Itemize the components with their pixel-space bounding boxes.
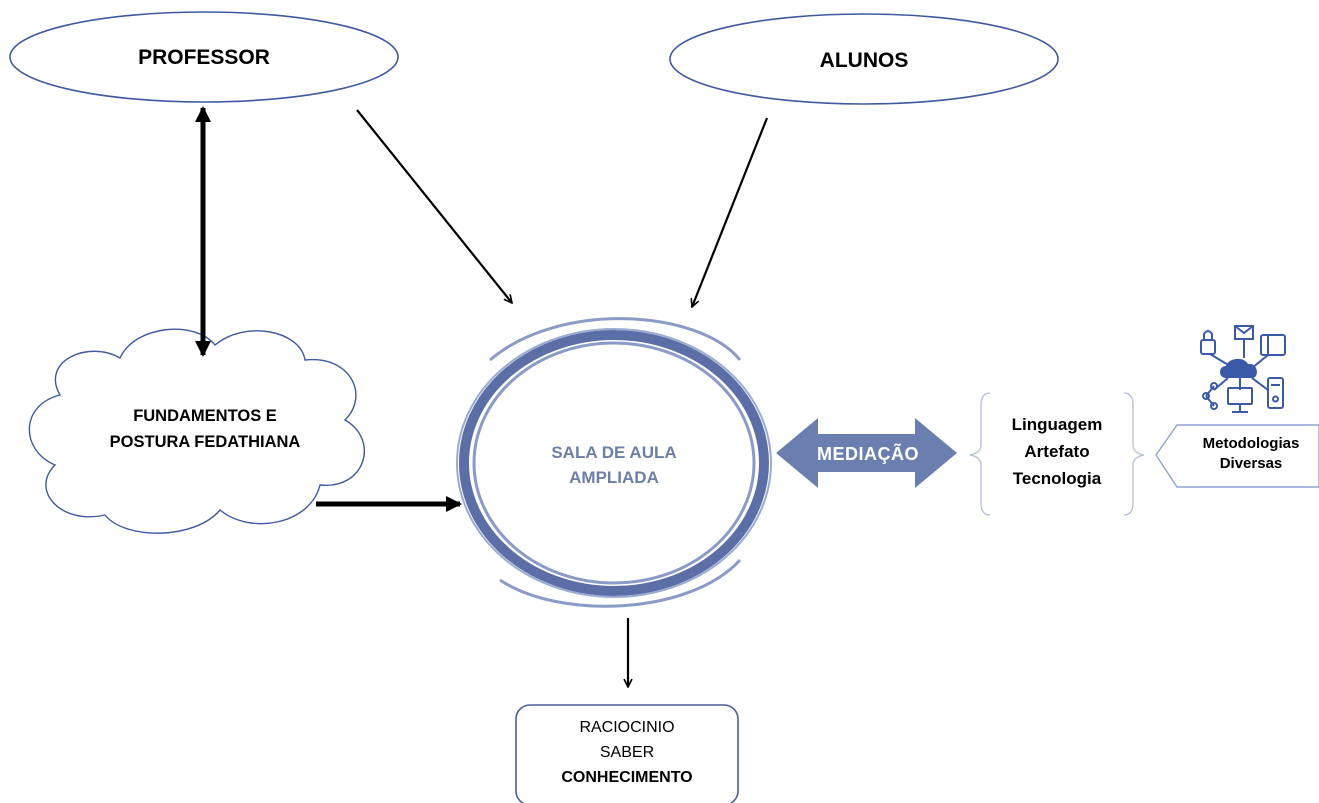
fundamentos-line-1: FUNDAMENTOS E (133, 407, 277, 425)
alunos-label: ALUNOS (819, 49, 909, 72)
fundamentos-line-2: POSTURA FEDATHIANA (109, 432, 301, 451)
metodologias-label: Metodologias Diversas (1183, 434, 1319, 475)
metodologias-line-2: Diversas (1219, 455, 1283, 473)
recursos-bracket-right (1123, 392, 1145, 516)
metodologias-arrow-shape (1155, 424, 1319, 488)
metodologias-line-1: Metodologias (1202, 435, 1300, 452)
resultado-label: RACIOCINIO SABER CONHECIMENTO (516, 716, 738, 790)
alunos-sala-arrow (692, 117, 769, 307)
sala-line-1: SALA DE AULA (551, 443, 677, 462)
resultado-box (515, 704, 739, 803)
professor-sala-arrow (356, 109, 512, 303)
cloud-network-icon (1200, 325, 1286, 413)
resultado-line-3: CONHECIMENTO (561, 768, 693, 786)
fundamentos-label: FUNDAMENTOS E POSTURA FEDATHIANA (60, 404, 350, 455)
alunos-ellipse (669, 13, 1059, 105)
sala-label: SALA DE AULA AMPLIADA (514, 441, 714, 490)
recurso-artefato: Artefato (1024, 442, 1090, 462)
recursos-bracket-left (969, 392, 991, 516)
professor-ellipse (9, 11, 399, 103)
resultado-line-1: RACIOCINIO (579, 719, 675, 736)
recurso-tecnologia: Tecnologia (1012, 469, 1102, 489)
sala-ring (456, 317, 772, 608)
resultado-line-2: SABER (599, 743, 655, 761)
sala-line-2: AMPLIADA (569, 467, 659, 487)
recurso-linguagem: Linguagem (1011, 415, 1103, 434)
recursos-list: Linguagem Artefato Tecnologia (990, 411, 1124, 493)
mediacao-label: MEDIAÇÃO (817, 444, 919, 464)
mediacao-arrow (776, 418, 957, 488)
professor-label: PROFESSOR (138, 46, 270, 69)
fundamentos-cloud (28, 328, 365, 534)
